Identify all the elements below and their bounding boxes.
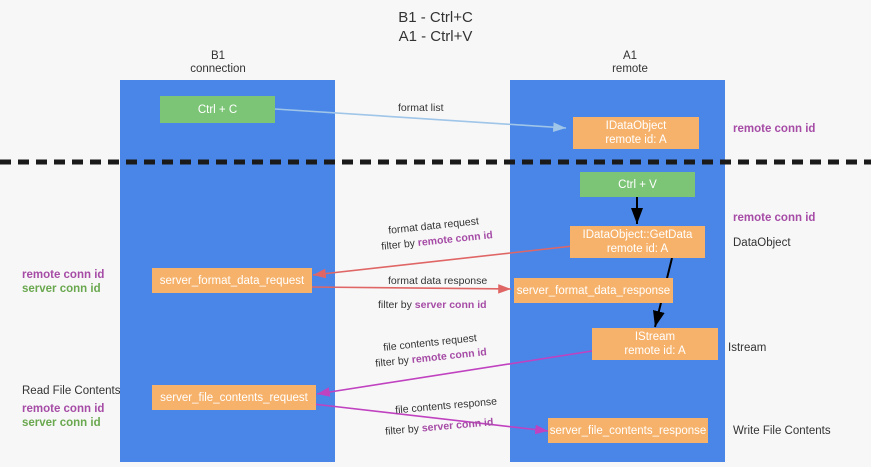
node-ctrl-c[interactable]: Ctrl + C bbox=[160, 96, 275, 123]
note-remote-conn-id-left-1: remote conn id bbox=[22, 269, 105, 281]
diagram-title: B1 - Ctrl+C A1 - Ctrl+V bbox=[0, 8, 871, 46]
node-server-file-contents-request[interactable]: server_file_contents_request bbox=[152, 385, 316, 410]
filter-key-2: server conn id bbox=[414, 299, 487, 311]
node-getdata[interactable]: IDataObject::GetData remote id: A bbox=[570, 226, 705, 258]
node-idataobject-line2: remote id: A bbox=[605, 134, 667, 146]
note-dataobject: DataObject bbox=[733, 237, 791, 249]
filter-prefix-2: filter by bbox=[378, 299, 415, 311]
note-write-file-contents: Write File Contents bbox=[733, 425, 831, 437]
note-remote-conn-id-mid: remote conn id bbox=[733, 212, 816, 224]
note-server-conn-id-left-1: server conn id bbox=[22, 283, 101, 295]
title-line-2: A1 - Ctrl+V bbox=[398, 28, 473, 45]
node-server-format-data-request-label: server_format_data_request bbox=[159, 274, 305, 287]
filter-prefix-1: filter by bbox=[380, 237, 419, 253]
node-getdata-line1: IDataObject::GetData bbox=[582, 229, 693, 241]
node-server-format-data-response[interactable]: server_format_data_response bbox=[514, 278, 673, 303]
column-header-b1: B1 connection bbox=[148, 50, 288, 76]
edge-label-file-contents-response: file contents response bbox=[394, 395, 498, 417]
node-idataobject[interactable]: IDataObject remote id: A bbox=[573, 117, 699, 149]
node-istream-line1: IStream bbox=[634, 331, 676, 343]
note-read-file-contents: Read File Contents bbox=[22, 385, 121, 397]
note-remote-conn-id-top: remote conn id bbox=[733, 123, 816, 135]
column-header-a1: A1 remote bbox=[550, 50, 710, 76]
filter-key-4: server conn id bbox=[421, 416, 494, 435]
column-b1-name: B1 bbox=[210, 50, 226, 62]
edge-label-format-list: format list bbox=[398, 102, 444, 114]
edge-label-format-data-response-filter: filter by server conn id bbox=[378, 298, 487, 312]
edge-label-file-contents-response-filter: filter by server conn id bbox=[385, 415, 494, 438]
column-a1-name: A1 bbox=[622, 50, 638, 62]
node-ctrl-v[interactable]: Ctrl + V bbox=[580, 172, 695, 197]
title-line-1: B1 - Ctrl+C bbox=[398, 9, 473, 26]
node-istream-line2: remote id: A bbox=[624, 345, 686, 357]
node-istream[interactable]: IStream remote id: A bbox=[592, 328, 718, 360]
filter-prefix-4: filter by bbox=[384, 422, 423, 438]
node-ctrl-v-label: Ctrl + V bbox=[618, 178, 657, 191]
filter-prefix-3: filter by bbox=[374, 354, 413, 370]
node-server-format-data-response-label: server_format_data_response bbox=[516, 284, 671, 297]
column-b1-sub: connection bbox=[190, 63, 246, 75]
note-server-conn-id-left-2: server conn id bbox=[22, 417, 101, 429]
note-remote-conn-id-left-2: remote conn id bbox=[22, 403, 105, 415]
node-server-file-contents-request-label: server_file_contents_request bbox=[160, 391, 308, 404]
node-getdata-line2: remote id: A bbox=[606, 243, 669, 255]
note-istream: Istream bbox=[728, 342, 767, 354]
node-server-file-contents-response-label: server_file_contents_response bbox=[549, 424, 707, 437]
node-server-file-contents-response[interactable]: server_file_contents_response bbox=[548, 418, 708, 443]
edge-label-format-data-response: format data response bbox=[388, 275, 488, 287]
node-server-format-data-request[interactable]: server_format_data_request bbox=[152, 268, 312, 293]
column-a1-sub: remote bbox=[612, 63, 648, 75]
node-idataobject-line1: IDataObject bbox=[605, 120, 667, 132]
node-ctrl-c-label: Ctrl + C bbox=[197, 103, 238, 116]
